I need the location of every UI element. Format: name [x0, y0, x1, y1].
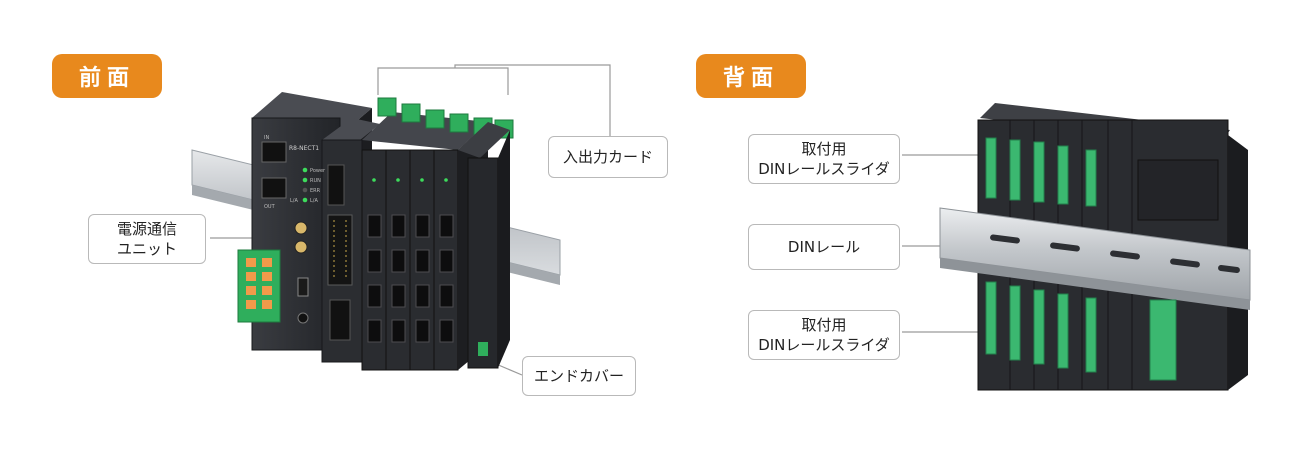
- device-model-label: R8-NECT1: [289, 145, 319, 152]
- back-din-rail: [939, 207, 1251, 310]
- power-comm-unit-callout: 電源通信 ユニット: [88, 214, 206, 264]
- back-view-tag: 背面: [696, 54, 806, 98]
- io-cards: [361, 112, 488, 371]
- power-terminal-block: [237, 249, 281, 323]
- end-cover: [458, 122, 510, 369]
- io-card-callout: 入出力カード: [548, 136, 668, 178]
- front-device-illustration: R8-NECT1 IN OUT Power RUN ERR L/A L/A: [191, 64, 611, 376]
- back-leader-lines: [902, 154, 982, 333]
- slider-top-callout: 取付用 DINレールスライダ: [748, 134, 900, 184]
- slider-top-label-line1: 取付用: [801, 140, 847, 158]
- power-comm-unit-label-line2: ユニット: [116, 240, 177, 258]
- led-label-la-1: L/A: [310, 198, 318, 204]
- din-rail-sliders-bottom: [985, 281, 1177, 381]
- din-rail-callout: DINレール: [748, 224, 900, 270]
- led-label-la-2: L/A: [290, 198, 298, 204]
- port-in-label: IN: [264, 135, 269, 141]
- end-cover-label: エンドカバー: [533, 367, 624, 385]
- slider-bottom-label-line2: DINレールスライダ: [758, 336, 890, 354]
- front-view-panel: 前面: [52, 54, 668, 396]
- din-rail-sliders-top: [985, 137, 1097, 207]
- front-view-tag: 前面: [52, 54, 162, 98]
- back-device-illustration: [902, 103, 1251, 391]
- slider-bottom-label-line1: 取付用: [801, 316, 847, 334]
- led-label-err: ERR: [310, 188, 321, 194]
- io-card-label: 入出力カード: [562, 148, 653, 166]
- power-comm-unit-label-line1: 電源通信: [116, 220, 177, 238]
- front-leader-lines: [210, 64, 611, 376]
- din-rail-label: DINレール: [787, 238, 861, 256]
- port-out-label: OUT: [264, 204, 276, 210]
- back-view-panel: 背面: [650, 0, 1300, 450]
- connector-module: [321, 118, 380, 363]
- led-label-run: RUN: [310, 178, 321, 184]
- slider-bottom-callout: 取付用 DINレールスライダ: [748, 310, 900, 360]
- slider-top-label-line2: DINレールスライダ: [758, 160, 890, 178]
- end-cover-callout: エンドカバー: [522, 356, 636, 396]
- led-label-power: Power: [310, 168, 326, 174]
